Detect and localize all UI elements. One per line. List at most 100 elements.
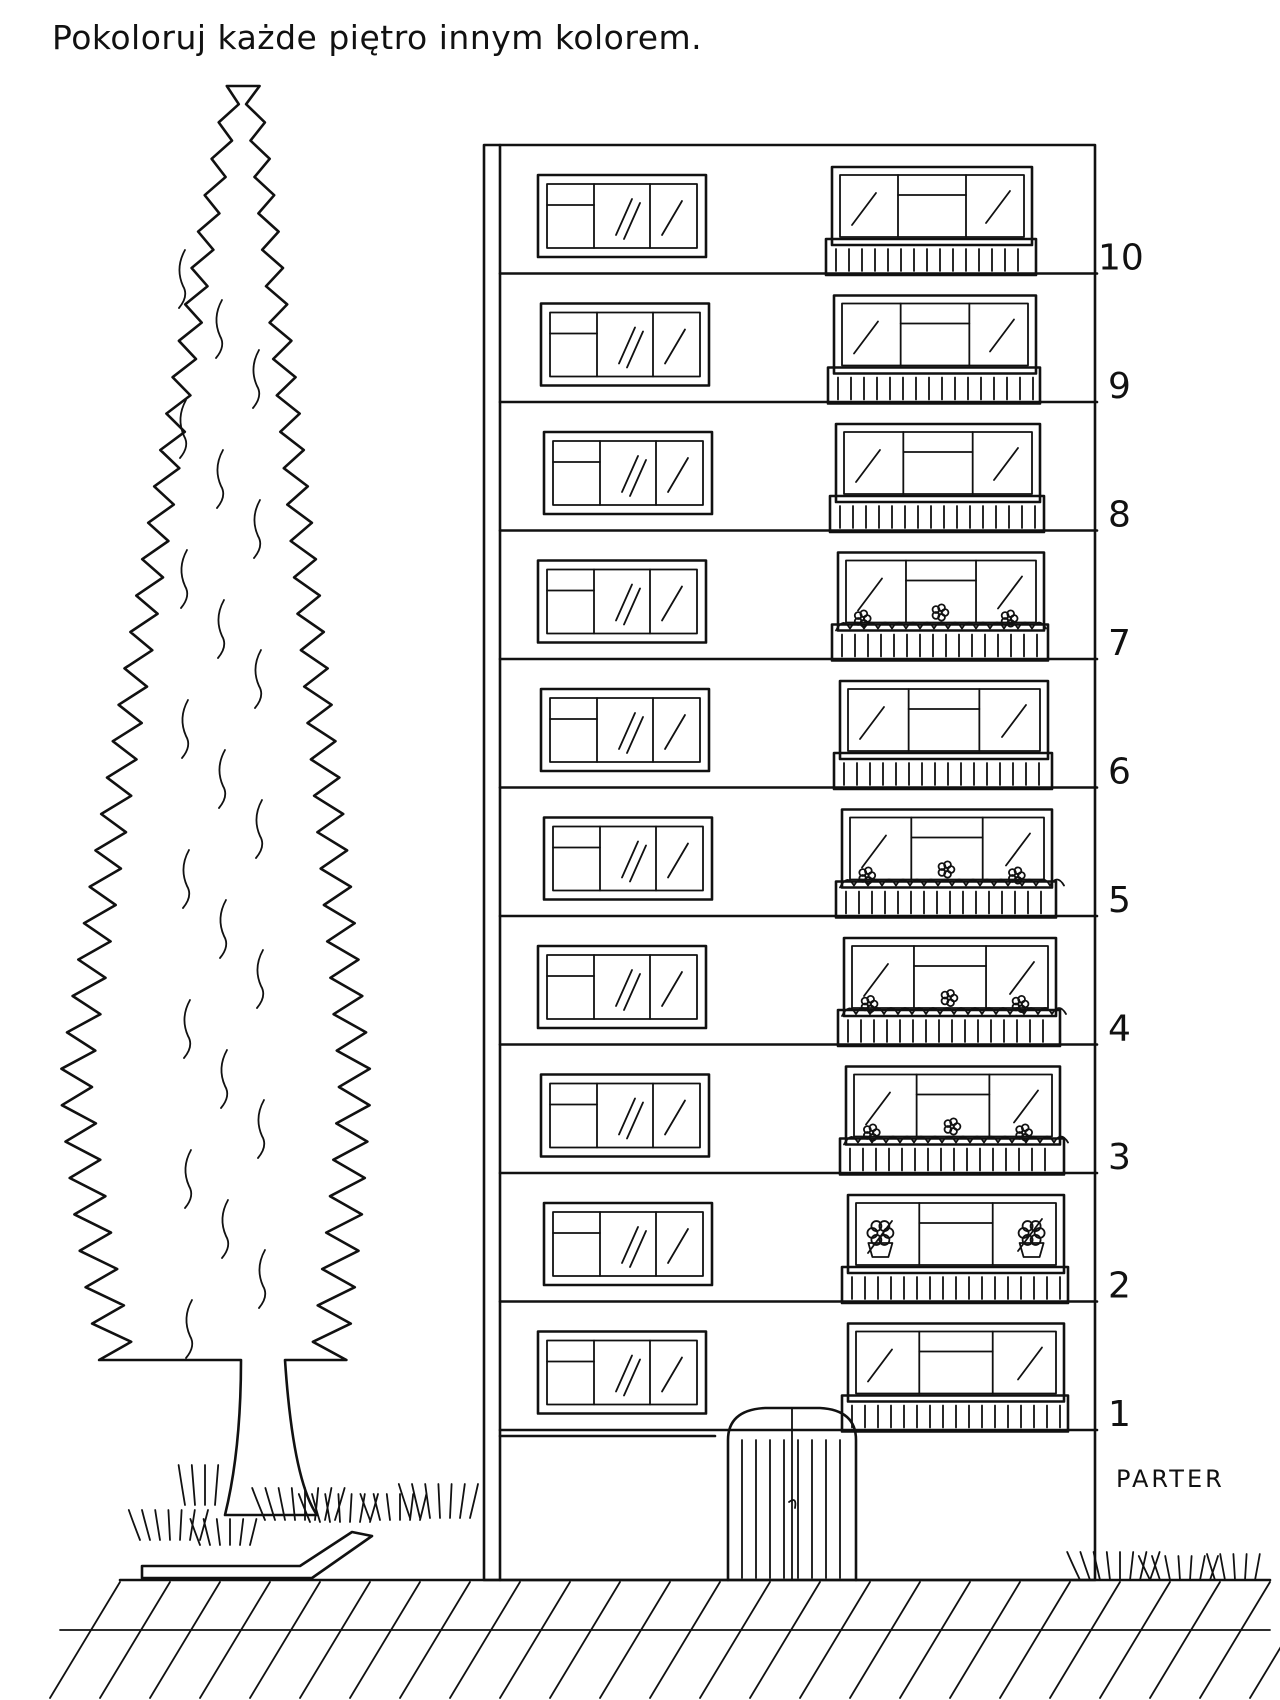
window-glass (549, 311, 701, 378)
planter-curb (140, 1530, 374, 1580)
balcony-window-frame (840, 808, 1054, 889)
balcony-glint (863, 963, 889, 997)
foliage-stroke (253, 499, 262, 559)
balcony-glint (867, 1348, 893, 1383)
balcony-glint (985, 190, 1011, 224)
foliage-stroke (256, 949, 265, 1009)
flower-leaves (841, 1007, 1067, 1017)
grass-tuft (1206, 1553, 1261, 1581)
window-frame (536, 1330, 708, 1415)
balcony-railing (828, 494, 1046, 534)
pavement-joint (799, 1581, 871, 1699)
balcony-glint (1001, 704, 1027, 738)
grass-tuft (1066, 1551, 1161, 1581)
flower-icon (878, 1220, 891, 1232)
ground-floor-label: PARTER (1116, 1465, 1225, 1493)
balcony-glint (853, 320, 879, 355)
balcony-glint (857, 577, 883, 612)
window-glint (621, 455, 639, 493)
pavement-joint (1099, 1581, 1171, 1699)
balcony-glint (1009, 961, 1035, 995)
floor-9 (498, 294, 1099, 405)
flower-icon (1029, 1234, 1042, 1246)
balcony-railing (836, 1008, 1062, 1048)
floor-number-7: 7 (1108, 623, 1131, 664)
window-frame (539, 1073, 711, 1158)
floors-group (498, 165, 1099, 1433)
balcony-glint (851, 192, 877, 226)
building-icon (482, 143, 1097, 1582)
foliage-stroke (181, 699, 190, 759)
pavement-joint (949, 1581, 1021, 1699)
window-glint (661, 585, 683, 622)
foliage-stroke (254, 649, 263, 709)
flower-center (863, 872, 870, 879)
window-frame (536, 559, 708, 644)
foliage-stroke (182, 849, 191, 909)
grass-tuft (189, 1518, 258, 1546)
balcony-window-frame (846, 1193, 1066, 1275)
window-glass (552, 825, 704, 892)
flower-icon (1011, 1002, 1021, 1012)
pavement-joint (1199, 1581, 1271, 1699)
window-glass (546, 183, 698, 249)
balcony-railing (830, 623, 1050, 662)
grass-tuft (177, 1464, 220, 1506)
pavement-joint (649, 1581, 721, 1699)
balcony-glint (865, 1091, 891, 1126)
floor-number-2: 2 (1108, 1266, 1131, 1307)
window-glass (552, 1211, 704, 1277)
window-glint (667, 842, 689, 879)
balcony-railing (824, 237, 1038, 277)
window-frame (539, 687, 711, 773)
window-glint (618, 712, 636, 750)
balcony-window-glass (855, 1202, 1057, 1266)
window-glint (621, 1226, 639, 1264)
floor-number-8: 8 (1108, 495, 1131, 536)
pavement-joint (849, 1581, 921, 1699)
window-glint (623, 973, 641, 1011)
floor-number-1: 1 (1108, 1394, 1131, 1435)
floor-number-6: 6 (1108, 752, 1131, 793)
window-frame (542, 430, 714, 516)
balcony-glint (997, 575, 1023, 610)
floor-2 (498, 1193, 1099, 1305)
grass-tuft (1137, 1555, 1219, 1581)
balcony-glint (989, 318, 1015, 353)
flower-center (1017, 1001, 1023, 1007)
foliage-stroke (215, 299, 224, 359)
window-glint (623, 587, 641, 626)
window-glint (664, 328, 686, 365)
flower-icon (860, 1002, 870, 1012)
flower-icon (1021, 1220, 1034, 1232)
flower-icon (1000, 617, 1010, 626)
balcony-railing (834, 880, 1058, 919)
window-glint (626, 716, 644, 754)
balcony-railing (840, 1265, 1070, 1305)
floor-1 (498, 1322, 1099, 1433)
pavement-joint (999, 1581, 1071, 1699)
foliage-stroke (179, 399, 188, 459)
window-glint (629, 844, 647, 883)
window-glint (661, 200, 683, 236)
pavement-joint (749, 1581, 821, 1699)
flower-icon (1008, 874, 1017, 883)
foliage-stroke (220, 1049, 229, 1109)
flower-icon (931, 611, 941, 620)
flower-pot (867, 1242, 894, 1258)
window-glint (629, 459, 647, 497)
balcony-glint (993, 447, 1019, 481)
balcony-window-frame (842, 936, 1058, 1018)
window-glint (626, 1101, 644, 1140)
foliage-stroke (178, 249, 187, 309)
floor-number-3: 3 (1108, 1137, 1131, 1178)
balcony-glint (861, 834, 887, 869)
flower-icon (863, 1131, 872, 1140)
balcony-window-frame (844, 1065, 1062, 1146)
pavement-joint (1249, 1646, 1280, 1699)
pavement-joint (599, 1581, 671, 1699)
window-glint (615, 1354, 633, 1393)
balcony-window-frame (834, 422, 1042, 504)
pavement-joint (1049, 1581, 1121, 1699)
